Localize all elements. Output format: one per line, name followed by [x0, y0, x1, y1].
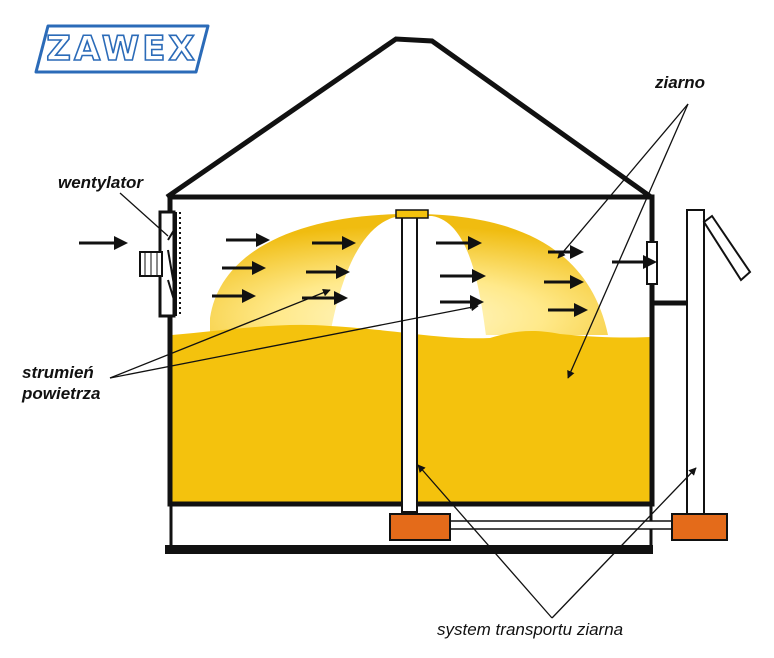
duct-cap — [395, 209, 429, 219]
fan — [139, 210, 181, 318]
transport-motor-right — [671, 513, 728, 541]
label-airflow-line1: strumień — [22, 363, 94, 382]
label-fan: wentylator — [58, 173, 144, 192]
arrow-outside — [79, 236, 128, 250]
logo-frame — [34, 24, 210, 74]
elevator-spout — [702, 214, 752, 282]
leader-lines — [109, 103, 697, 619]
foundation — [165, 545, 653, 554]
roof — [165, 36, 653, 200]
label-airflow-line2: powietrza — [22, 384, 101, 403]
label-transport: system transportu ziarna — [437, 620, 624, 639]
zawex-logo: ZAWEX — [33, 23, 211, 75]
airflow-arrows — [79, 233, 657, 317]
label-grain: ziarno — [655, 73, 706, 92]
central-duct — [401, 211, 418, 513]
logo-text: ZAWEX — [45, 28, 198, 70]
transport-motor-left — [389, 513, 451, 541]
